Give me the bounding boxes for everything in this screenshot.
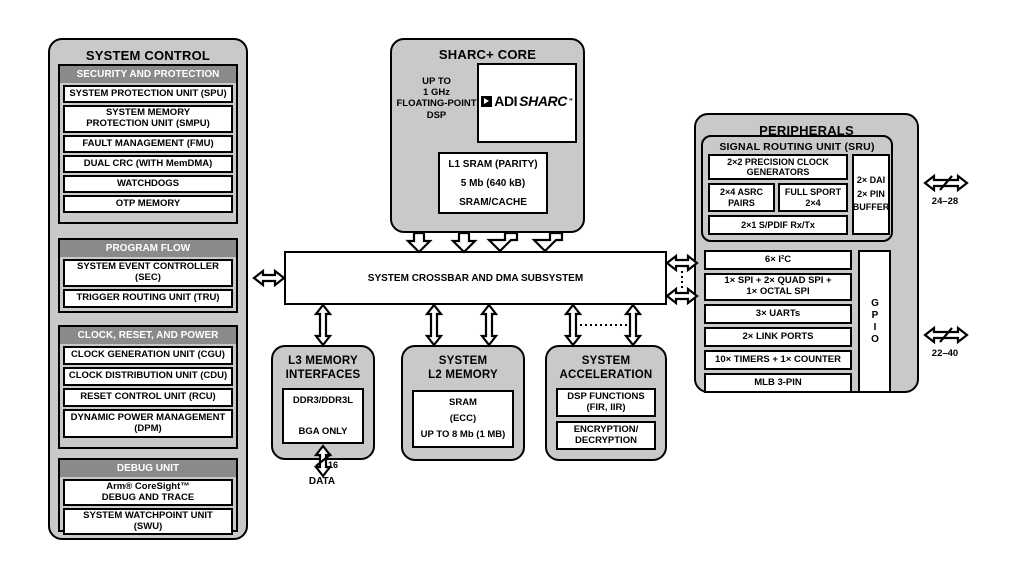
sharc-to-crossbar-down-arrow-1 [405, 231, 433, 254]
l2-sram-cell: SRAM (ECC) UP TO 8 Mb (1 MB) [412, 390, 514, 448]
system-crossbar-label: SYSTEM CROSSBAR AND DMA SUBSYSTEM [367, 272, 584, 284]
dai-external-bus-arrow [923, 173, 969, 193]
asrc-pairs-cell: 2×4 ASRC PAIRS [708, 183, 775, 212]
ddr3-cell: DDR3/DDR3L BGA ONLY [282, 388, 364, 444]
crossbar-to-sharc-up-arrow-2 [531, 231, 564, 253]
clock-reset-power-header: CLOCK, RESET, AND POWER [60, 327, 236, 344]
clock-distribution-unit-cell: CLOCK DISTRIBUTION UNIT (CDU) [63, 367, 233, 386]
debug-unit-header: DEBUG UNIT [60, 460, 236, 477]
dai-bus-slash [939, 175, 953, 191]
uarts-cell: 3× UARTs [704, 304, 852, 324]
coresight-debug-trace-cell: Arm® CoreSight™ DEBUG AND TRACE [63, 479, 233, 506]
l3-memory-title: L3 MEMORY INTERFACES [285, 355, 361, 382]
dsp-functions-cell: DSP FUNCTIONS (FIR, IIR) [556, 388, 656, 417]
spi-cell: 1× SPI + 2× QUAD SPI + 1× OCTAL SPI [704, 273, 852, 301]
l2-memory-title: SYSTEM L2 MEMORY [428, 355, 498, 382]
adi-sharc-logo: ADI SHARC ʺ [477, 63, 577, 143]
reset-control-unit-cell: RESET CONTROL UNIT (RCU) [63, 388, 233, 407]
sharc-core-title: SHARC+ CORE [438, 47, 537, 62]
sharc-to-crossbar-down-arrow-2 [450, 231, 478, 254]
system-event-controller-cell: SYSTEM EVENT CONTROLLER (SEC) [63, 259, 233, 287]
dual-crc-cell: DUAL CRC (WITH MemDMA) [63, 155, 233, 173]
encryption-decryption-cell: ENCRYPTION/ DECRYPTION [556, 421, 656, 450]
precision-clock-generators-cell: 2×2 PRECISION CLOCK GENERATORS [708, 154, 848, 180]
dynamic-power-management-cell: DYNAMIC POWER MANAGEMENT (DPM) [63, 409, 233, 438]
otp-memory-cell: OTP MEMORY [63, 195, 233, 213]
dai-pin-count-label: 24–28 [931, 196, 959, 207]
l3-bus-width-label: 16 [328, 460, 339, 470]
system-acceleration-title: SYSTEM ACCELERATION [559, 355, 653, 382]
spdif-cell: 2×1 S/PDIF Rx/Tx [708, 215, 848, 235]
l3-bus-data-label: DATA [308, 476, 336, 487]
system-control-title: SYSTEM CONTROL [85, 48, 211, 63]
sharc-product-text: SHARC [519, 93, 567, 109]
gpio-bus-slash [939, 327, 953, 343]
gpio-external-bus-arrow [923, 325, 969, 345]
system-protection-unit-cell: SYSTEM PROTECTION UNIT (SPU) [63, 85, 233, 103]
trademark-mark: ʺ [568, 96, 573, 106]
system-watchpoint-unit-cell: SYSTEM WATCHPOINT UNIT (SWU) [63, 508, 233, 535]
security-and-protection-header: SECURITY AND PROTECTION [60, 66, 236, 83]
crossbar-peripherals-arrow-top [665, 253, 699, 273]
crossbar-to-l3-arrow [313, 303, 333, 347]
crossbar-to-accel-arrow-1 [563, 303, 583, 347]
mlb-cell: MLB 3-PIN [704, 373, 852, 393]
system-control-crossbar-arrow [252, 268, 286, 288]
fault-management-cell: FAULT MANAGEMENT (FMU) [63, 135, 233, 153]
watchdogs-cell: WATCHDOGS [63, 175, 233, 193]
adi-brand-text: ADI [494, 93, 518, 109]
crossbar-to-sharc-up-arrow-1 [486, 231, 519, 253]
clock-generation-unit-cell: CLOCK GENERATION UNIT (CGU) [63, 346, 233, 365]
crossbar-to-l2-arrow-1 [424, 303, 444, 347]
adi-triangle-mark-icon [481, 95, 493, 107]
link-ports-cell: 2× LINK PORTS [704, 327, 852, 347]
crossbar-to-l2-arrow-2 [479, 303, 499, 347]
dai-pin-buffer-cell: 2× DAI 2× PIN BUFFER [852, 154, 890, 235]
system-crossbar-block: SYSTEM CROSSBAR AND DMA SUBSYSTEM [284, 251, 667, 305]
system-memory-protection-unit-cell: SYSTEM MEMORY PROTECTION UNIT (SMPU) [63, 105, 233, 133]
l1-sram-cell: L1 SRAM (PARITY) 5 Mb (640 kB) SRAM/CACH… [438, 152, 548, 214]
gpio-label: GPIO [869, 297, 881, 346]
trigger-routing-unit-cell: TRIGGER ROUTING UNIT (TRU) [63, 289, 233, 308]
crossbar-to-accel-arrow-2 [623, 303, 643, 347]
i2c-cell: 6× I²C [704, 250, 852, 270]
full-sport-cell: FULL SPORT 2×4 [778, 183, 848, 212]
peripherals-title: PERIPHERALS [759, 123, 854, 138]
program-flow-header: PROGRAM FLOW [60, 240, 236, 257]
crossbar-peripherals-arrow-bottom [665, 286, 699, 306]
sru-header: SIGNAL ROUTING UNIT (SRU) [719, 141, 875, 153]
gpio-cell: GPIO [858, 250, 891, 393]
gpio-pin-count-label: 22–40 [931, 348, 959, 359]
sharc-core-spec-text: UP TO 1 GHz FLOATING-POINT DSP [396, 76, 477, 121]
timers-counter-cell: 10× TIMERS + 1× COUNTER [704, 350, 852, 370]
